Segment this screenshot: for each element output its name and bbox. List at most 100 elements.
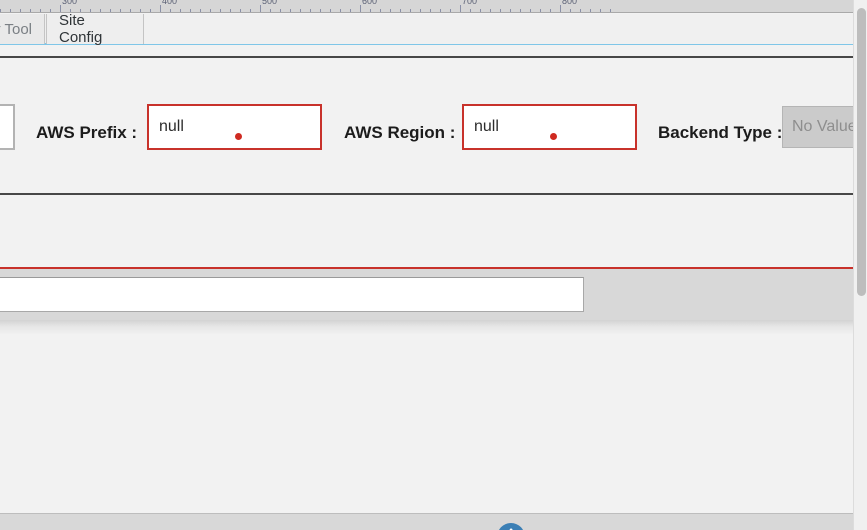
ruler-tick-label: 700 [462,0,478,6]
ruler-tick-minor [280,9,281,12]
aws-prefix-input[interactable]: null [147,104,322,150]
ruler-tick-minor [190,9,191,12]
ruler-tick-minor [50,9,51,12]
ruler-tick-minor [370,9,371,12]
ruler-tick-major [460,5,461,12]
ruler-tick-minor [580,9,581,12]
ruler-tick-minor [410,9,411,12]
ruler-tick-minor [610,9,611,12]
ruler-tick-minor [400,9,401,12]
ruler-tick-minor [320,9,321,12]
ruler-tick-minor [0,9,1,12]
ruler-tick-minor [330,9,331,12]
ruler-tick-minor [340,9,341,12]
ruler-tick-minor [600,9,601,12]
divider-top [0,56,853,58]
ruler-tick-label: 600 [362,0,378,6]
divider-red [0,267,853,269]
ruler-tick-minor [510,9,511,12]
ruler-tick-minor [470,9,471,12]
aws-region-error-dot-icon [549,133,557,140]
ruler-tick-minor [420,9,421,12]
ruler-tick-minor [380,9,381,12]
ruler-tick-minor [480,9,481,12]
aws-region-input[interactable]: null [462,104,637,150]
footer-bar: i [0,513,853,530]
tab-bar-filler [144,14,853,44]
aws-region-label: AWS Region : [344,123,456,142]
aws-prefix-label: AWS Prefix : [36,123,138,142]
aws-prefix-error-dot-icon [234,133,242,140]
backend-type-label: Backend Type : [658,123,783,142]
ruler-tick-minor [170,9,171,12]
wide-text-input[interactable] [0,277,584,312]
ruler-tick-minor [110,9,111,12]
ruler-tick-minor [440,9,441,12]
ruler-tick-minor [300,9,301,12]
ruler-tick-minor [250,9,251,12]
ruler-tick-minor [310,9,311,12]
ruler-empty-region [613,0,853,13]
ruler-tick-major [260,5,261,12]
ruler-tick-minor [180,9,181,12]
divider-middle [0,193,853,195]
aws-region-value: null [474,118,499,135]
panel-shadow [0,320,853,334]
ruler-tick-minor [570,9,571,12]
ruler-tick-major [560,5,561,12]
ruler-tick-major [160,5,161,12]
backend-type-select[interactable]: No Value [782,106,867,148]
ruler-tick-minor [540,9,541,12]
ruler-tick-minor [220,9,221,12]
ruler-tick-label: 400 [162,0,178,6]
tab-site-config[interactable]: Site Config [46,12,144,46]
ruler-tick-minor [240,9,241,12]
ruler-tick-minor [210,9,211,12]
content-panel: AWS Prefix : null AWS Region : null Back… [0,46,867,530]
ruler-tick-minor [390,9,391,12]
ruler-tick-minor [520,9,521,12]
ruler-ticks: 300 400 500 600 700 800 [0,0,613,12]
ruler-tick-minor [70,9,71,12]
info-icon[interactable]: i [497,523,525,530]
ruler-tick-minor [530,9,531,12]
ruler-tick-minor [430,9,431,12]
ruler-tick-label: 500 [262,0,278,6]
ruler-tick-minor [120,9,121,12]
ruler-tick-minor [150,9,151,12]
ruler-tick-label: 800 [562,0,578,6]
ruler-tick-minor [140,9,141,12]
vertical-scrollbar-thumb[interactable] [857,8,866,296]
ruler-tick-minor [200,9,201,12]
ruler-tick-minor [130,9,131,12]
partial-left-field[interactable] [0,104,15,150]
ruler-tick-minor [30,9,31,12]
vertical-scrollbar[interactable] [853,0,867,530]
ruler-tick-label: 300 [62,0,78,6]
ruler-tick-minor [80,9,81,12]
ruler-tick-minor [10,9,11,12]
ruler-tick-minor [350,9,351,12]
input-band [0,269,853,320]
ruler-tick-minor [230,9,231,12]
ruler-tick-minor [290,9,291,12]
tab-bar: y Tool Site Config [0,12,853,46]
ruler-tick-minor [90,9,91,12]
ruler-tick-minor [590,9,591,12]
ruler-tick-minor [500,9,501,12]
tab-y-tool[interactable]: y Tool [0,14,45,44]
backend-type-placeholder: No Value [792,118,857,135]
horizontal-ruler: 300 400 500 600 700 800 [0,0,613,13]
info-icon-glyph: i [508,526,513,530]
ruler-tick-minor [40,9,41,12]
ruler-tick-major [60,5,61,12]
ruler-tick-minor [550,9,551,12]
tab-y-tool-label: y Tool [0,20,32,38]
footer-region [0,334,853,530]
config-form-row: AWS Prefix : null AWS Region : null Back… [0,104,867,180]
ruler-tick-major [360,5,361,12]
ruler-tick-minor [450,9,451,12]
aws-prefix-value: null [159,118,184,135]
ruler-tick-minor [490,9,491,12]
